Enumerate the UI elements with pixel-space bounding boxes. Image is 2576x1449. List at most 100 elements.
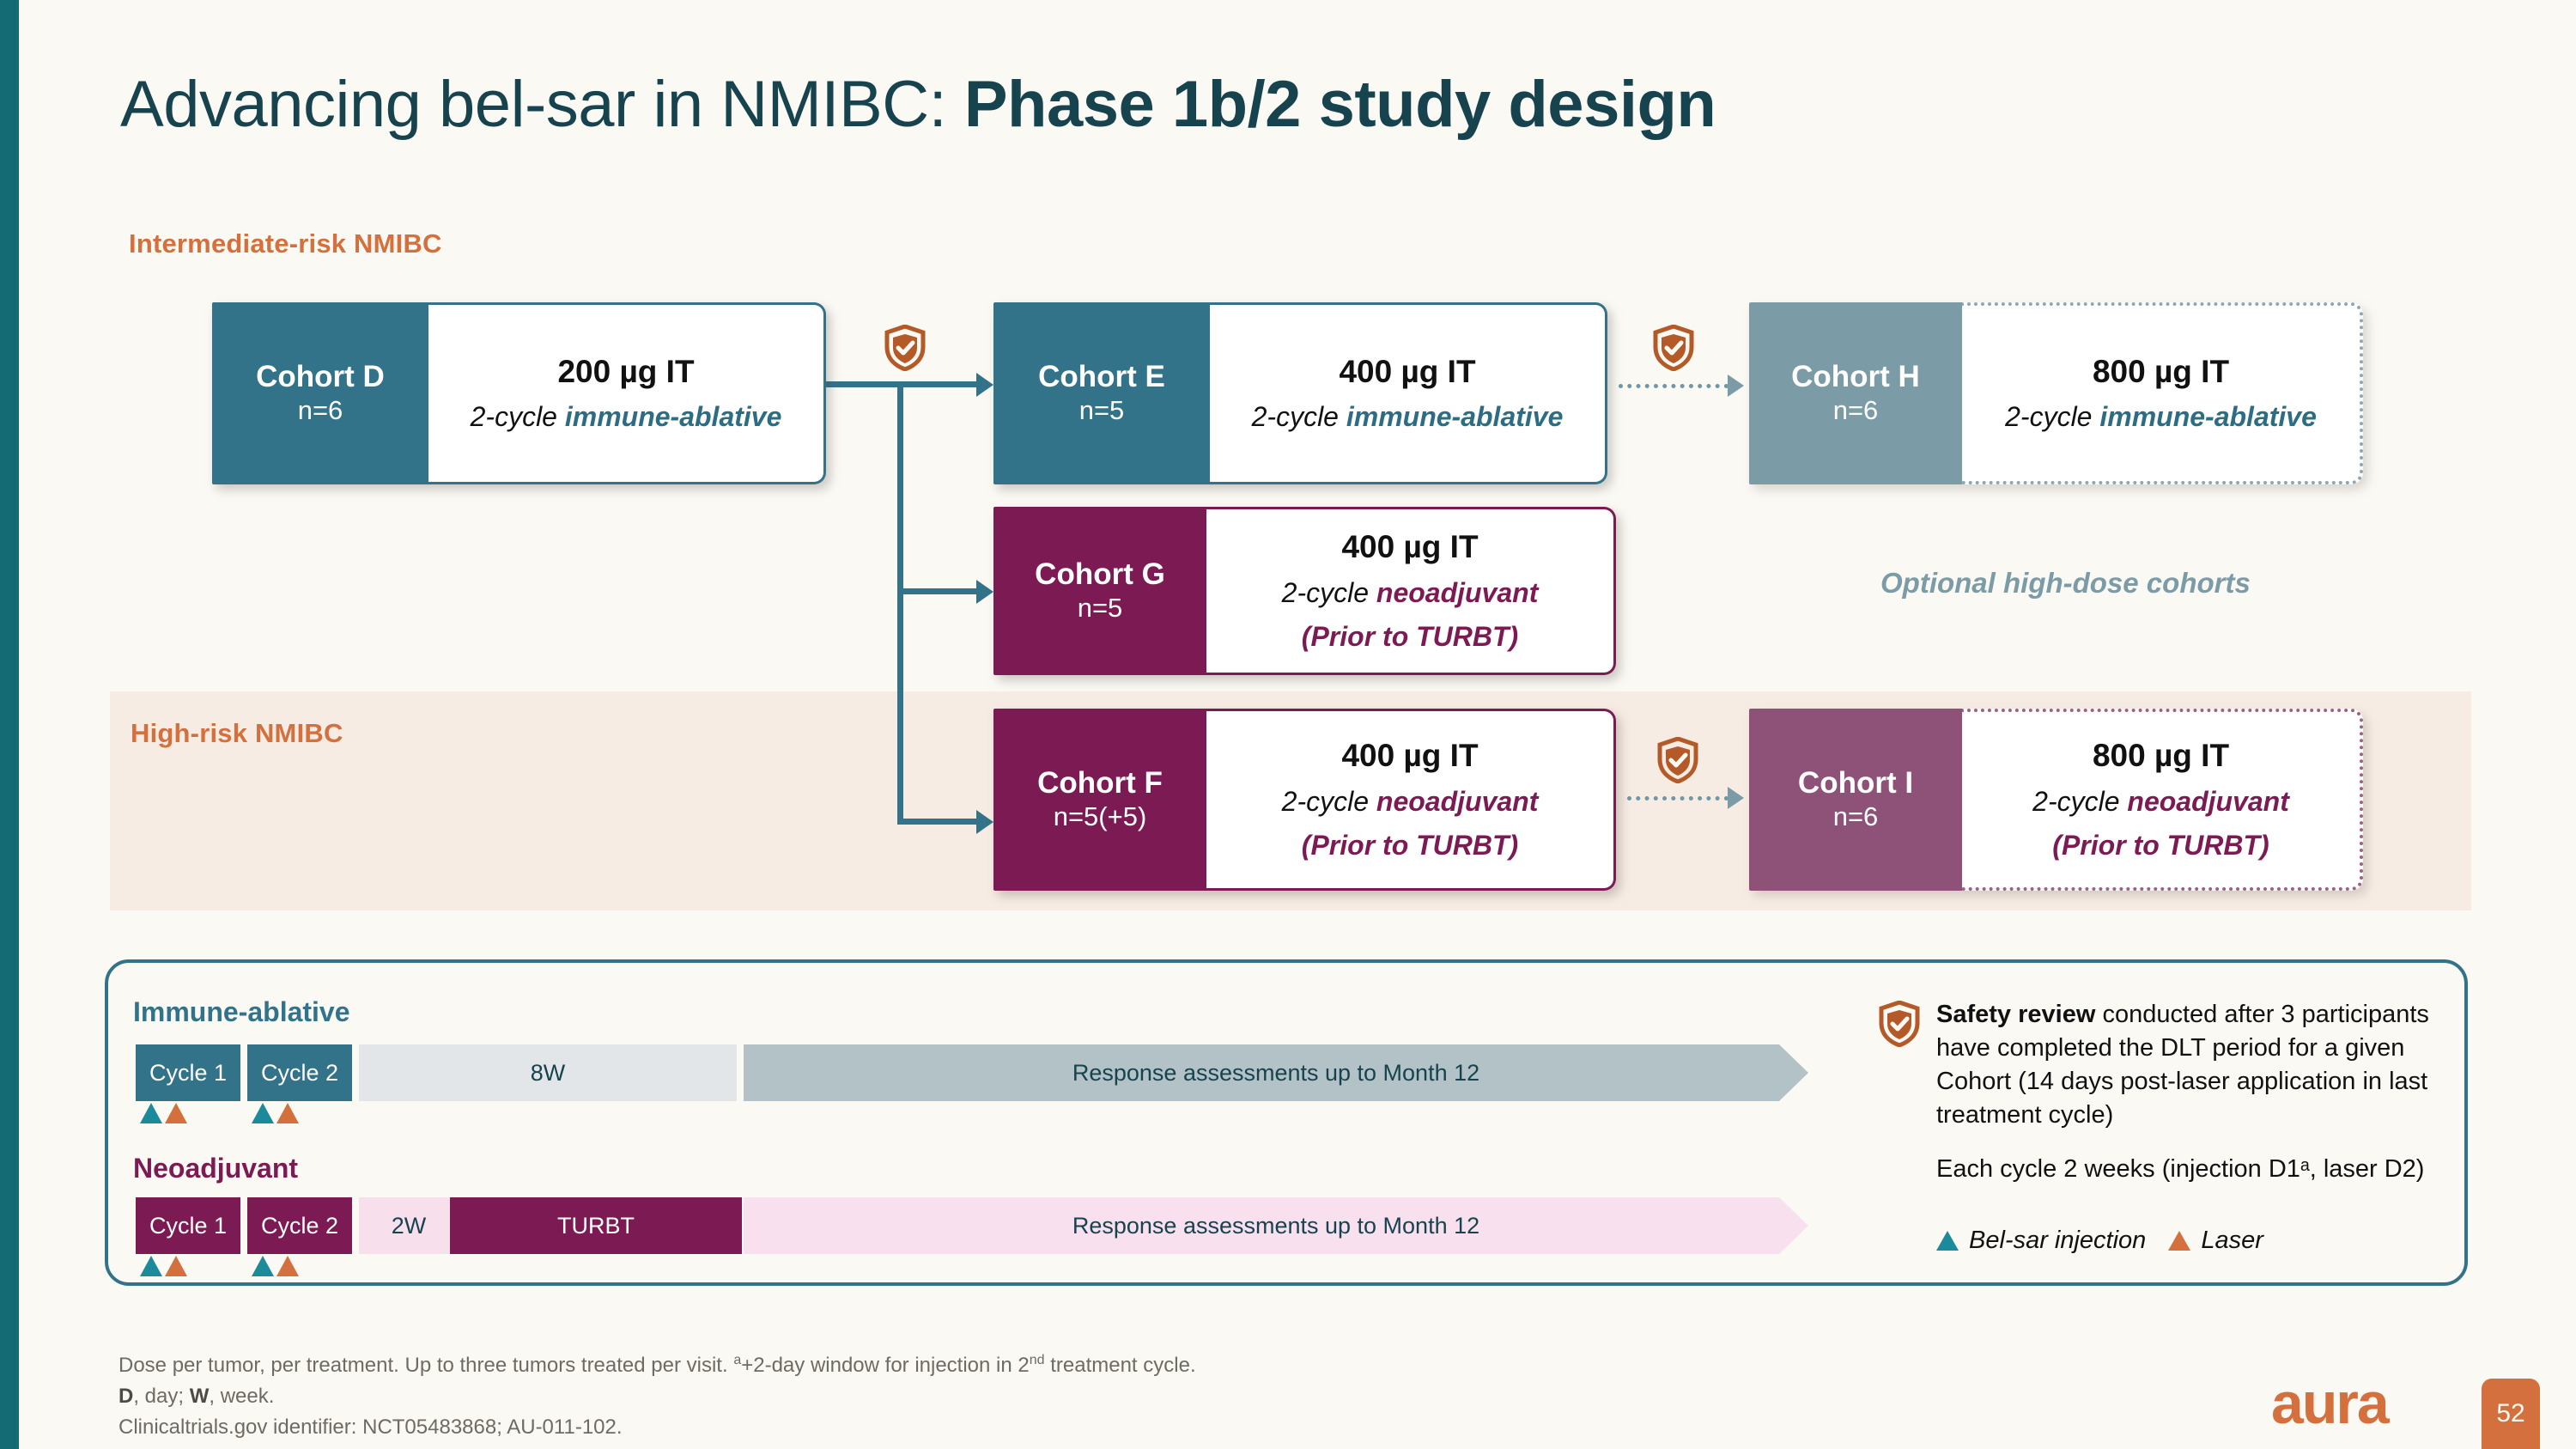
ablative-cycle-1: Cycle 1: [136, 1044, 240, 1101]
schema-title-immune-ablative: Immune-ablative: [133, 996, 350, 1027]
neoadjuvant-followup-bar: Response assessments up to Month 12: [744, 1197, 1808, 1254]
cohort-schedule: 2-cycle immune-ablative: [471, 395, 782, 439]
schedule-emphasis: neoadjuvant: [2127, 785, 2289, 817]
schedule-prefix: 2-cycle: [470, 401, 565, 433]
connector-dotted-arrow-h: [1728, 374, 1744, 397]
cohort-tag-f: Cohort F n=5(+5): [993, 709, 1206, 891]
connector-branch-e: [897, 381, 976, 387]
treatment-schema-panel: [105, 959, 2468, 1286]
schema-title-neoadjuvant: Neoadjuvant: [133, 1153, 299, 1184]
legend-injection-icon: [1936, 1231, 1959, 1251]
cohort-tag-d: Cohort D n=6: [212, 302, 428, 484]
connector-arrow-g: [976, 580, 993, 604]
shield-check-icon: [1653, 324, 1694, 372]
cohort-schedule: 2-cycle immune-ablative: [1252, 395, 1564, 439]
cohort-schedule: 2-cycle immune-ablative: [2005, 395, 2317, 439]
page-title-emphasis: Phase 1b/2 study design: [963, 68, 1716, 141]
footnote-1b: +2-day window for injection in 2: [741, 1354, 1030, 1377]
connector-d-horizontal: [826, 381, 903, 387]
schedule-emphasis: immune-ablative: [1346, 401, 1564, 433]
schedule-emphasis: immune-ablative: [564, 401, 782, 433]
footnote-1-superscript-nd: nd: [1029, 1353, 1045, 1367]
connector-dotted-e-to-h: [1619, 384, 1728, 388]
schedule-emphasis: neoadjuvant: [1376, 785, 1539, 817]
footnote-line-2: D, day; W, week.: [118, 1381, 1196, 1412]
cohort-card-f[interactable]: Cohort F n=5(+5) 400 µg IT 2-cycle neoad…: [993, 709, 1616, 891]
shield-check-icon: [1657, 736, 1698, 784]
cycle-duration-note: Each cycle 2 weeks (injection D1ᵃ, laser…: [1936, 1155, 2425, 1183]
abbrev-w-rest: , week.: [209, 1385, 275, 1408]
connector-vertical-trunk: [897, 381, 903, 825]
ablative-followup-bar: Response assessments up to Month 12: [744, 1044, 1808, 1101]
neoadjuvant-followup-label: Response assessments up to Month 12: [1072, 1212, 1480, 1239]
cohort-tag-e: Cohort E n=5: [993, 302, 1210, 484]
cohort-card-h[interactable]: Cohort H n=6 800 µg IT 2-cycle immune-ab…: [1749, 302, 2363, 484]
page-number: 52: [2482, 1379, 2540, 1449]
cohort-sub: (Prior to TURBT): [1301, 620, 1519, 652]
page-title-lead: Advancing bel-sar in NMIBC:: [120, 68, 964, 141]
footnote-line-3: Clinicaltrials.gov identifier: NCT054838…: [118, 1416, 623, 1439]
marker-laser-icon: [165, 1256, 187, 1276]
abbrev-w: W: [189, 1385, 210, 1408]
cohort-n: n=5: [1077, 593, 1123, 624]
legend-laser-label: Laser: [2201, 1227, 2263, 1254]
neoadjuvant-turbt-label: TURBT: [557, 1212, 635, 1239]
marker-laser-icon: [276, 1256, 299, 1276]
safety-review-bold: Safety review: [1936, 1001, 2096, 1028]
neoadjuvant-cycle-1-label: Cycle 1: [149, 1212, 228, 1239]
neoadjuvant-cycle-1: Cycle 1: [136, 1197, 240, 1254]
cohort-dose: 800 µg IT: [2092, 353, 2230, 389]
abbrev-d: D: [118, 1385, 134, 1408]
footnotes: Dose per tumor, per treatment. Up to thr…: [118, 1350, 1196, 1443]
cohort-card-i[interactable]: Cohort I n=6 800 µg IT 2-cycle neoadjuva…: [1749, 709, 2363, 891]
page-title: Advancing bel-sar in NMIBC: Phase 1b/2 s…: [120, 67, 1716, 142]
marker-injection-icon: [252, 1103, 274, 1123]
ablative-gap-8w: 8W: [359, 1044, 737, 1101]
connector-dotted-arrow-i: [1728, 787, 1744, 809]
schedule-emphasis: neoadjuvant: [1376, 576, 1539, 608]
ablative-cycle-1-label: Cycle 1: [149, 1059, 228, 1086]
risk-label-intermediate: Intermediate-risk NMIBC: [129, 228, 442, 259]
shield-check-icon: [1879, 1000, 1920, 1048]
aura-logo: aura: [2271, 1371, 2390, 1436]
footnote-1a: Dose per tumor, per treatment. Up to thr…: [118, 1354, 734, 1377]
footnote-line-1: Dose per tumor, per treatment. Up to thr…: [118, 1350, 1196, 1381]
cohort-name: Cohort E: [1038, 359, 1165, 393]
schedule-prefix: 2-cycle: [2032, 785, 2128, 817]
neoadjuvant-cycle-2-label: Cycle 2: [260, 1212, 339, 1239]
optional-high-dose-caption: Optional high-dose cohorts: [1880, 567, 2251, 599]
cohort-card-d[interactable]: Cohort D n=6 200 µg IT 2-cycle immune-ab…: [212, 302, 826, 484]
neoadjuvant-turbt: TURBT: [450, 1197, 742, 1254]
ablative-gap-label: 8W: [530, 1059, 566, 1086]
legend-laser-icon: [2168, 1231, 2191, 1251]
cohort-n: n=6: [1832, 801, 1879, 832]
cohort-body-h: 800 µg IT 2-cycle immune-ablative: [1962, 302, 2363, 484]
cohort-schedule: 2-cycle neoadjuvant: [1282, 780, 1539, 824]
neoadjuvant-gap-label: 2W: [391, 1212, 427, 1239]
cohort-card-e[interactable]: Cohort E n=5 400 µg IT 2-cycle immune-ab…: [993, 302, 1607, 484]
legend-item-injection: Bel-sar injection: [1936, 1227, 2146, 1255]
cohort-n: n=5(+5): [1053, 801, 1147, 832]
neoadjuvant-gap-2w: 2W: [359, 1197, 459, 1254]
left-accent-bar: [0, 0, 19, 1449]
cohort-body-d: 200 µg IT 2-cycle immune-ablative: [428, 302, 826, 484]
cohort-tag-h: Cohort H n=6: [1749, 302, 1962, 484]
cohort-dose: 800 µg IT: [2092, 738, 2230, 774]
cohort-card-g[interactable]: Cohort G n=5 400 µg IT 2-cycle neoadjuva…: [993, 507, 1616, 675]
cohort-schedule: 2-cycle neoadjuvant: [1282, 571, 1539, 615]
cohort-body-g: 400 µg IT 2-cycle neoadjuvant (Prior to …: [1206, 507, 1616, 675]
footnote-1-superscript-a: a: [733, 1353, 742, 1367]
neoadjuvant-cycle-2: Cycle 2: [247, 1197, 352, 1254]
shield-check-icon: [884, 324, 926, 372]
connector-branch-g: [897, 588, 976, 594]
marker-legend: Bel-sar injection Laser: [1936, 1227, 2263, 1255]
schedule-prefix: 2-cycle: [1281, 576, 1376, 608]
ablative-cycle-2: Cycle 2: [247, 1044, 352, 1101]
marker-laser-icon: [276, 1103, 299, 1123]
schedule-prefix: 2-cycle: [2005, 401, 2100, 433]
marker-injection-icon: [140, 1103, 162, 1123]
connector-arrow-e: [976, 373, 993, 397]
cohort-name: Cohort D: [256, 359, 385, 393]
marker-laser-icon: [165, 1103, 187, 1123]
connector-dotted-f-to-i: [1627, 796, 1728, 801]
